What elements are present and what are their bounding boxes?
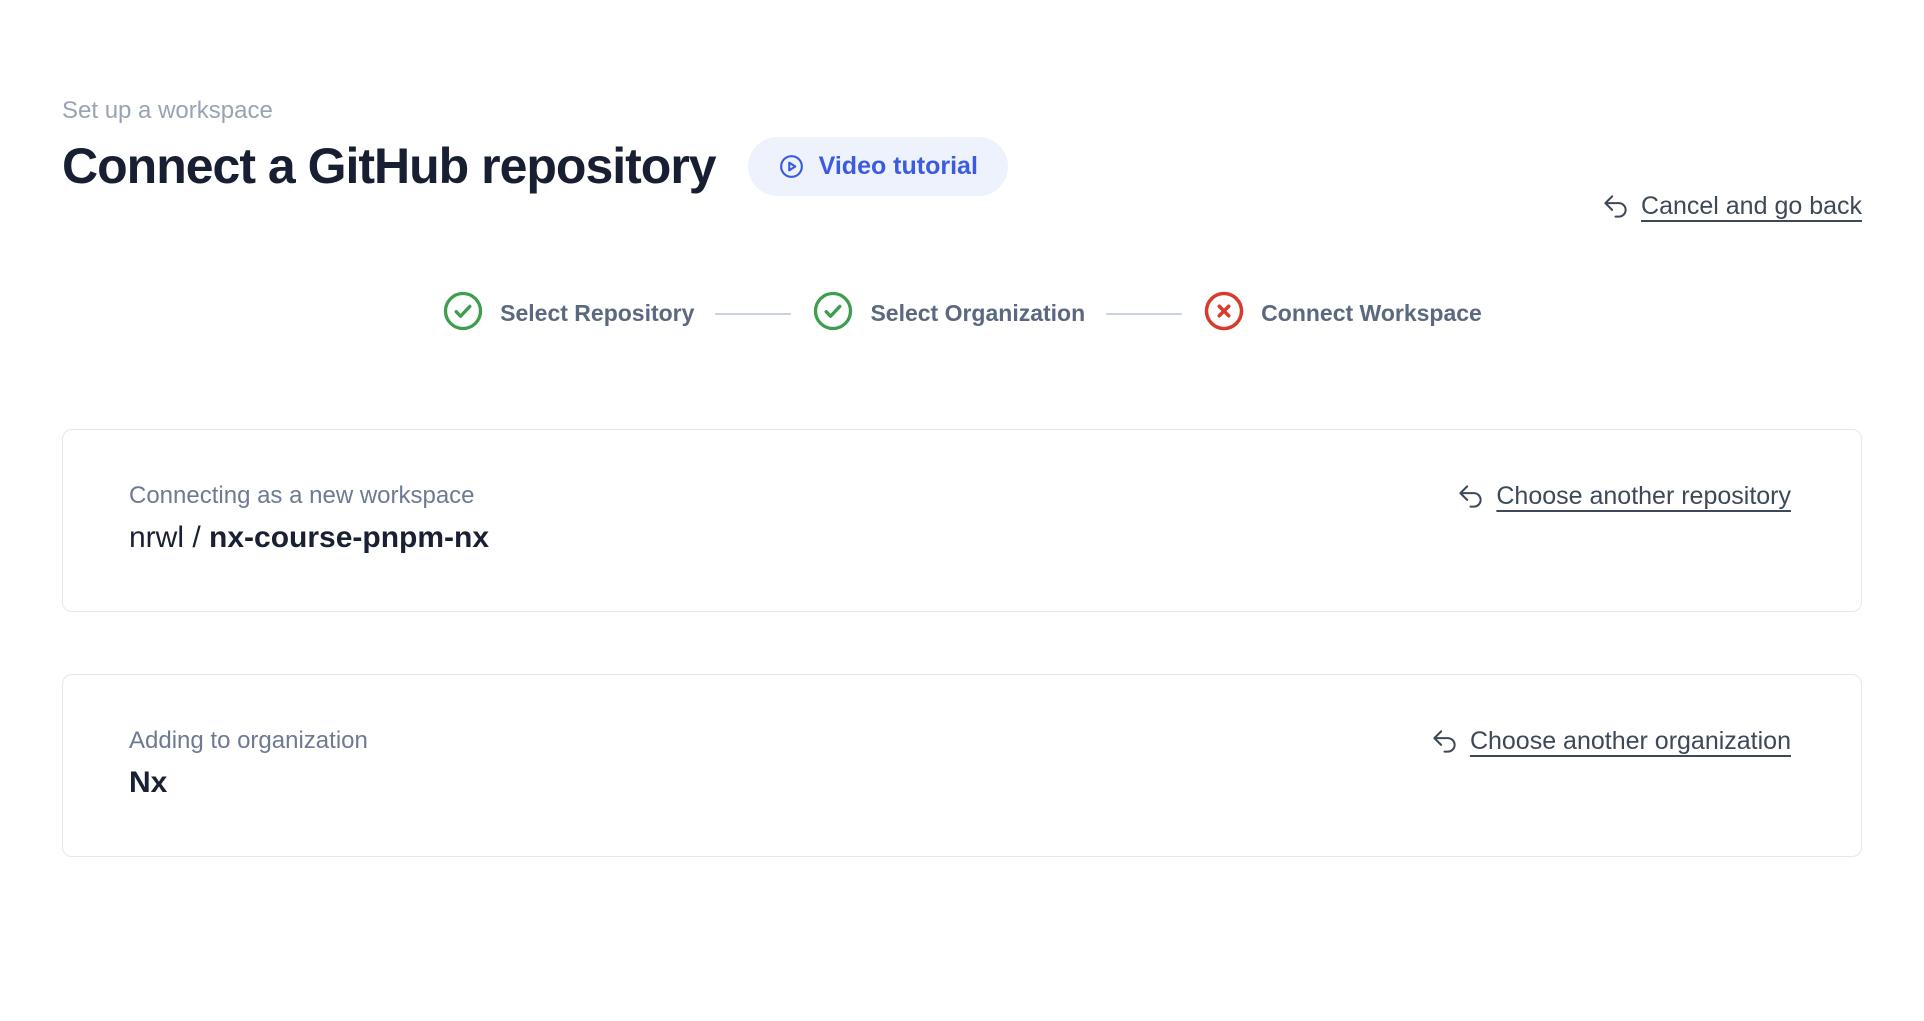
organization-card-label: Adding to organization: [129, 727, 368, 754]
choose-another-repository-link[interactable]: Choose another repository: [1457, 482, 1791, 511]
step-select-repository: Select Repository: [442, 290, 694, 337]
choose-repository-label: Choose another repository: [1496, 482, 1791, 510]
page-title: Connect a GitHub repository: [62, 138, 717, 194]
undo-arrow-icon: [1431, 728, 1458, 755]
repository-card-label: Connecting as a new workspace: [129, 482, 475, 509]
breadcrumb-eyebrow: Set up a workspace: [62, 97, 273, 124]
video-tutorial-label: Video tutorial: [818, 152, 978, 180]
undo-arrow-icon: [1457, 483, 1484, 510]
stepper-connector: [1106, 312, 1183, 315]
organization-card-info: Adding to organization Nx: [129, 727, 368, 800]
x-circle-icon: [1203, 290, 1245, 337]
undo-arrow-icon: [1602, 193, 1629, 220]
choose-another-organization-link[interactable]: Choose another organization: [1431, 727, 1791, 756]
setup-stepper: Select Repository Select Organization Co…: [62, 290, 1862, 337]
repository-name: nrwl / nx-course-pnpm-nx: [129, 521, 489, 555]
step-select-organization: Select Organization: [812, 290, 1085, 337]
play-circle-icon: [778, 153, 805, 180]
setup-workspace-page: Set up a workspace Cancel and go back Co…: [0, 97, 1924, 857]
repository-repo-name: nx-course-pnpm-nx: [209, 521, 490, 554]
stepper-connector: [715, 312, 792, 315]
repository-card-info: Connecting as a new workspace nrwl / nx-…: [129, 482, 489, 555]
video-tutorial-button[interactable]: Video tutorial: [747, 137, 1008, 196]
cancel-and-go-back-link[interactable]: Cancel and go back: [1602, 192, 1862, 221]
check-circle-icon: [442, 290, 484, 337]
step-label: Select Organization: [870, 300, 1086, 326]
cancel-link-label: Cancel and go back: [1641, 192, 1862, 220]
step-label: Connect Workspace: [1261, 300, 1482, 326]
step-connect-workspace: Connect Workspace: [1203, 290, 1482, 337]
repository-owner: nrwl /: [129, 521, 210, 554]
organization-card: Adding to organization Nx Choose another…: [62, 674, 1862, 857]
check-circle-icon: [812, 290, 854, 337]
step-label: Select Repository: [500, 300, 695, 326]
choose-organization-label: Choose another organization: [1469, 727, 1791, 755]
organization-name: Nx: [129, 766, 168, 799]
title-row: Connect a GitHub repository Video tutori…: [62, 137, 1862, 196]
repository-card: Connecting as a new workspace nrwl / nx-…: [62, 429, 1862, 612]
